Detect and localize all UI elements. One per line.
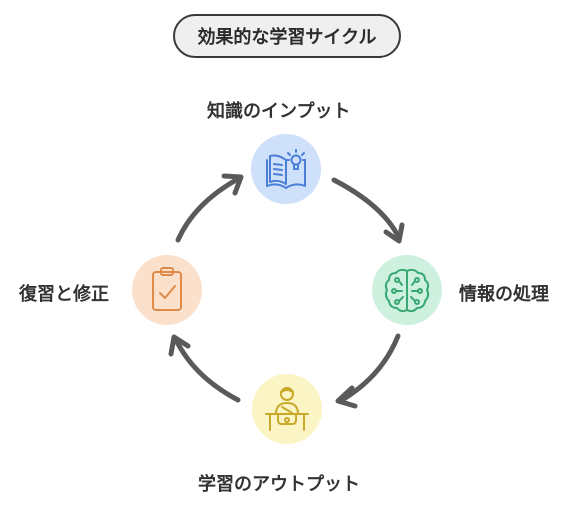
brain-circuit-icon bbox=[384, 268, 430, 313]
stage-label-output: 学習のアウトプット bbox=[198, 474, 360, 495]
cycle-title: 効果的な学習サイクル bbox=[197, 27, 377, 48]
stage-circle-output bbox=[252, 374, 322, 444]
person-at-desk-icon bbox=[265, 387, 309, 431]
stage-circle-input bbox=[251, 134, 321, 204]
arrow-output-to-review-head bbox=[168, 334, 191, 357]
arrow-review-to-input bbox=[175, 177, 239, 243]
cycle-title-pill: 効果的な学習サイクル bbox=[173, 14, 401, 58]
arrow-processing-to-output bbox=[339, 333, 401, 403]
open-book-lightbulb-icon bbox=[266, 149, 306, 189]
arrow-input-to-processing-head bbox=[383, 222, 405, 244]
arrow-review-to-input-head bbox=[221, 173, 244, 196]
arrow-processing-to-output-head bbox=[335, 385, 358, 409]
stage-circle-review bbox=[132, 255, 202, 325]
stage-label-review: 復習と修正 bbox=[19, 284, 109, 305]
stage-label-input: 知識のインプット bbox=[207, 101, 351, 122]
arrow-output-to-review bbox=[174, 339, 241, 403]
stage-label-processing: 情報の処理 bbox=[459, 284, 549, 305]
clipboard-check-icon bbox=[152, 267, 182, 311]
arrow-input-to-processing bbox=[331, 177, 401, 239]
stage-circle-processing bbox=[372, 255, 442, 325]
